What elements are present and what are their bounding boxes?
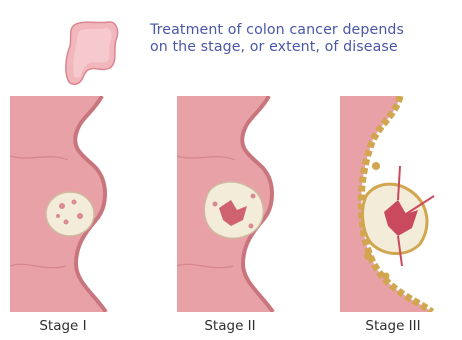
stage-3-illustration <box>340 96 446 312</box>
stage-1-label: Stage I <box>3 318 123 334</box>
stage-2-illustration <box>177 96 283 312</box>
colon-icon <box>58 10 124 88</box>
stage-2-label: Stage II <box>170 318 290 334</box>
heading-line-2: on the stage, or extent, of disease <box>150 39 460 56</box>
stage-1-illustration <box>10 96 116 312</box>
heading: Treatment of colon cancer depends on the… <box>150 22 460 56</box>
heading-line-1: Treatment of colon cancer depends <box>150 22 460 39</box>
stage-3-label: Stage III <box>333 318 453 334</box>
